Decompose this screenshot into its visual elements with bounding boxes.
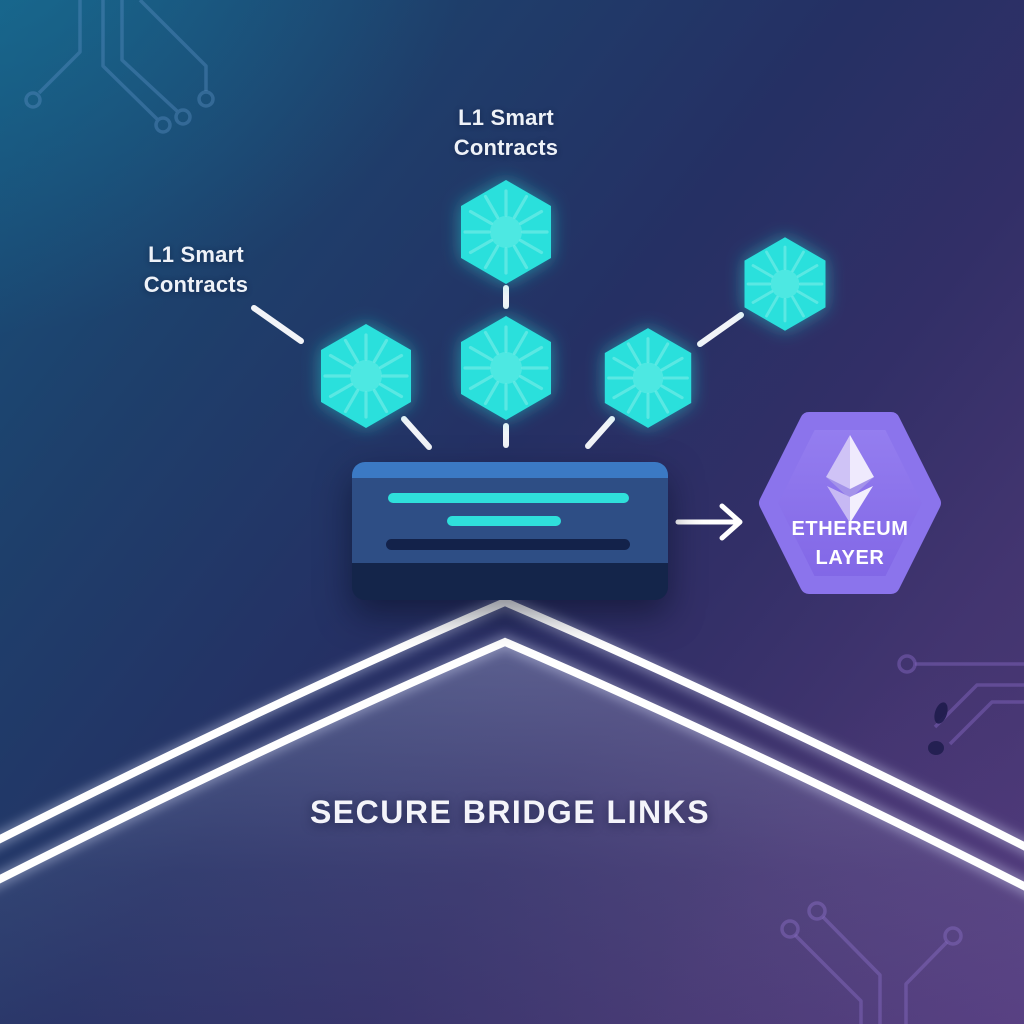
ink-spot-decoration bbox=[928, 702, 948, 755]
ethereum-layer-label-line1: ETHEREUM bbox=[791, 518, 909, 540]
bridge-box-top-strip bbox=[352, 462, 668, 478]
l1-smart-contracts-label-left: L1 Smart Contracts bbox=[143, 242, 249, 297]
ethereum-layer-label: ETHEREUM LAYER bbox=[760, 515, 940, 573]
bridge-relay-box bbox=[352, 462, 668, 600]
bridge-status-line bbox=[447, 516, 561, 526]
bridge-box-body bbox=[352, 478, 668, 563]
arrow-right-icon bbox=[675, 503, 743, 541]
l1-hexagon-node-icon bbox=[319, 322, 413, 430]
l1-hexagon-node-icon bbox=[459, 178, 553, 286]
circuit-trace-decoration-top-left bbox=[24, 0, 215, 134]
l1-smart-contracts-label-top: L1 Smart Contracts bbox=[453, 105, 559, 160]
ethereum-layer-hexagon bbox=[759, 412, 941, 594]
ethereum-layer-label-line2: LAYER bbox=[815, 547, 885, 569]
scene-caption: SECURE BRIDGE LINKS bbox=[309, 794, 711, 830]
ethereum-logo-icon bbox=[826, 435, 874, 523]
l1-hexagon-node-icon bbox=[459, 314, 553, 422]
node-connector-lines bbox=[251, 285, 744, 450]
l1-node-hexagons bbox=[319, 178, 827, 430]
l1-hexagon-node-icon bbox=[743, 235, 827, 333]
bridge-status-line-dark bbox=[386, 539, 630, 550]
bridge-arch-lines bbox=[0, 597, 1024, 891]
l1-hexagon-node-icon bbox=[603, 326, 693, 430]
bridge-status-line bbox=[388, 493, 629, 503]
bridge-hill-fill bbox=[0, 642, 1024, 1024]
